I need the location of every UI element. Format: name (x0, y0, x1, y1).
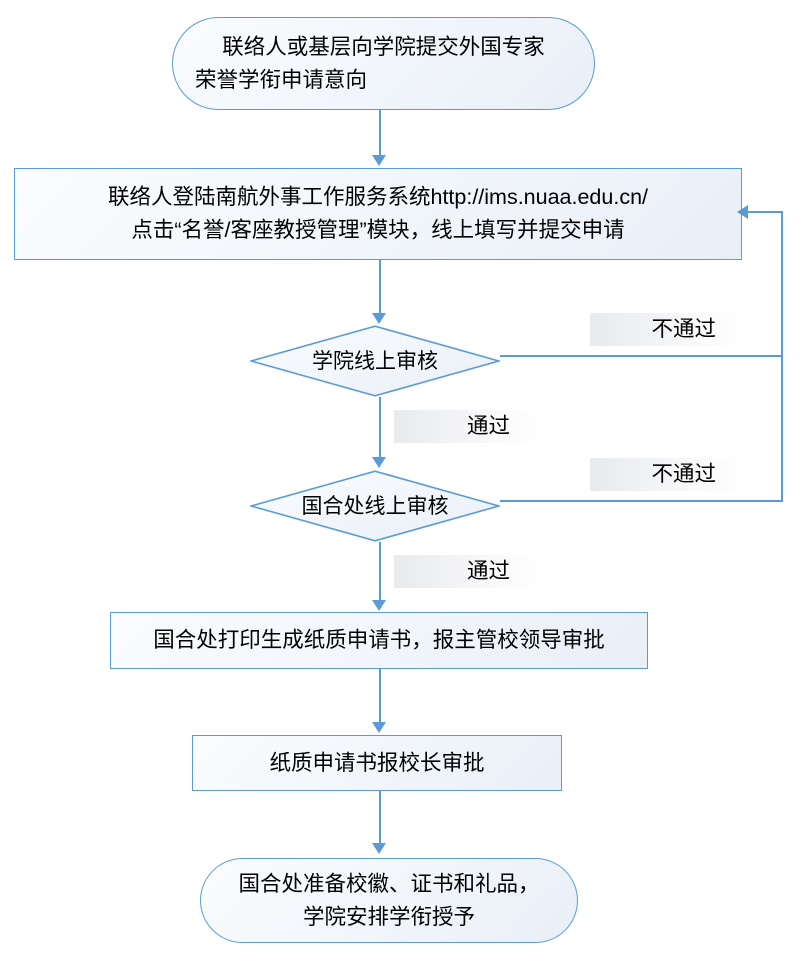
arrow-start-to-submit (372, 155, 386, 166)
node-office-review-label: 国合处线上审核 (301, 494, 449, 518)
node-college-review[interactable]: 学院线上审核 (250, 325, 500, 397)
arrow-submit-to-college-review (372, 313, 386, 324)
connector-college-reject-horizontal (500, 355, 783, 357)
node-end[interactable]: 国合处准备校徽、证书和礼品， 学院安排学衔授予 (200, 858, 578, 943)
node-print-application-line-1: 国合处打印生成纸质申请书，报主管校领导审批 (153, 628, 605, 653)
connector-office-reject-horizontal (500, 500, 783, 502)
connector-reject-feedback-riser (781, 212, 783, 502)
edge-label-office-reject: 不通过 (590, 458, 750, 491)
connector-president-to-end (379, 791, 381, 845)
node-president-approval[interactable]: 纸质申请书报校长审批 (192, 735, 562, 791)
node-submit-application[interactable]: 联络人登陆南航外事工作服务系统http://ims.nuaa.edu.cn/ 点… (14, 168, 742, 260)
edge-label-college-pass: 通过 (394, 410, 544, 443)
node-office-review[interactable]: 国合处线上审核 (250, 470, 500, 542)
arrow-print-to-president (372, 722, 386, 733)
edge-label-college-reject: 不通过 (590, 313, 750, 346)
node-president-approval-line-1: 纸质申请书报校长审批 (269, 750, 485, 775)
node-end-line-2: 学院安排学衔授予 (302, 904, 475, 929)
node-start-line-1: 联络人或基层向学院提交外国专家 (222, 34, 545, 59)
edge-label-office-pass: 通过 (394, 555, 544, 588)
connector-print-to-president (379, 669, 381, 724)
arrow-reject-feedback-into-submit (737, 205, 748, 219)
connector-college-pass-vertical (379, 397, 381, 459)
node-submit-line-1: 联络人登陆南航外事工作服务系统http://ims.nuaa.edu.cn/ (107, 185, 649, 210)
arrow-college-pass (372, 457, 386, 468)
node-start-line-2: 荣誉学衔申请意向 (195, 67, 368, 92)
diamond-shape-office (250, 470, 500, 542)
node-end-line-1: 国合处准备校徽、证书和礼品， (238, 871, 540, 896)
arrow-office-pass (372, 600, 386, 611)
node-start[interactable]: 联络人或基层向学院提交外国专家 荣誉学衔申请意向 (172, 17, 595, 110)
arrow-president-to-end (372, 843, 386, 854)
node-print-application[interactable]: 国合处打印生成纸质申请书，报主管校领导审批 (110, 612, 648, 669)
connector-office-pass-vertical (379, 542, 381, 602)
node-college-review-label: 学院线上审核 (312, 349, 438, 373)
diamond-shape-college (250, 325, 500, 397)
connector-start-to-submit (379, 110, 381, 157)
node-submit-line-2: 点击“名誉/客座教授管理”模块，线上填写并提交申请 (131, 218, 625, 242)
connector-reject-feedback-return (745, 211, 783, 213)
connector-submit-to-college-review (379, 260, 381, 315)
